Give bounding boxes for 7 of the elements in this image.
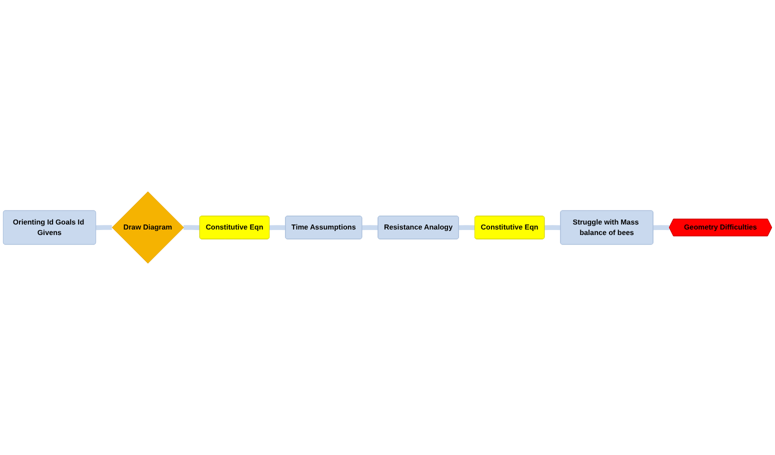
connector (653, 225, 670, 230)
connector (269, 225, 286, 230)
connector (96, 225, 112, 230)
connector (458, 225, 475, 230)
connector (362, 225, 378, 230)
connector (184, 225, 200, 230)
connector (544, 225, 561, 230)
